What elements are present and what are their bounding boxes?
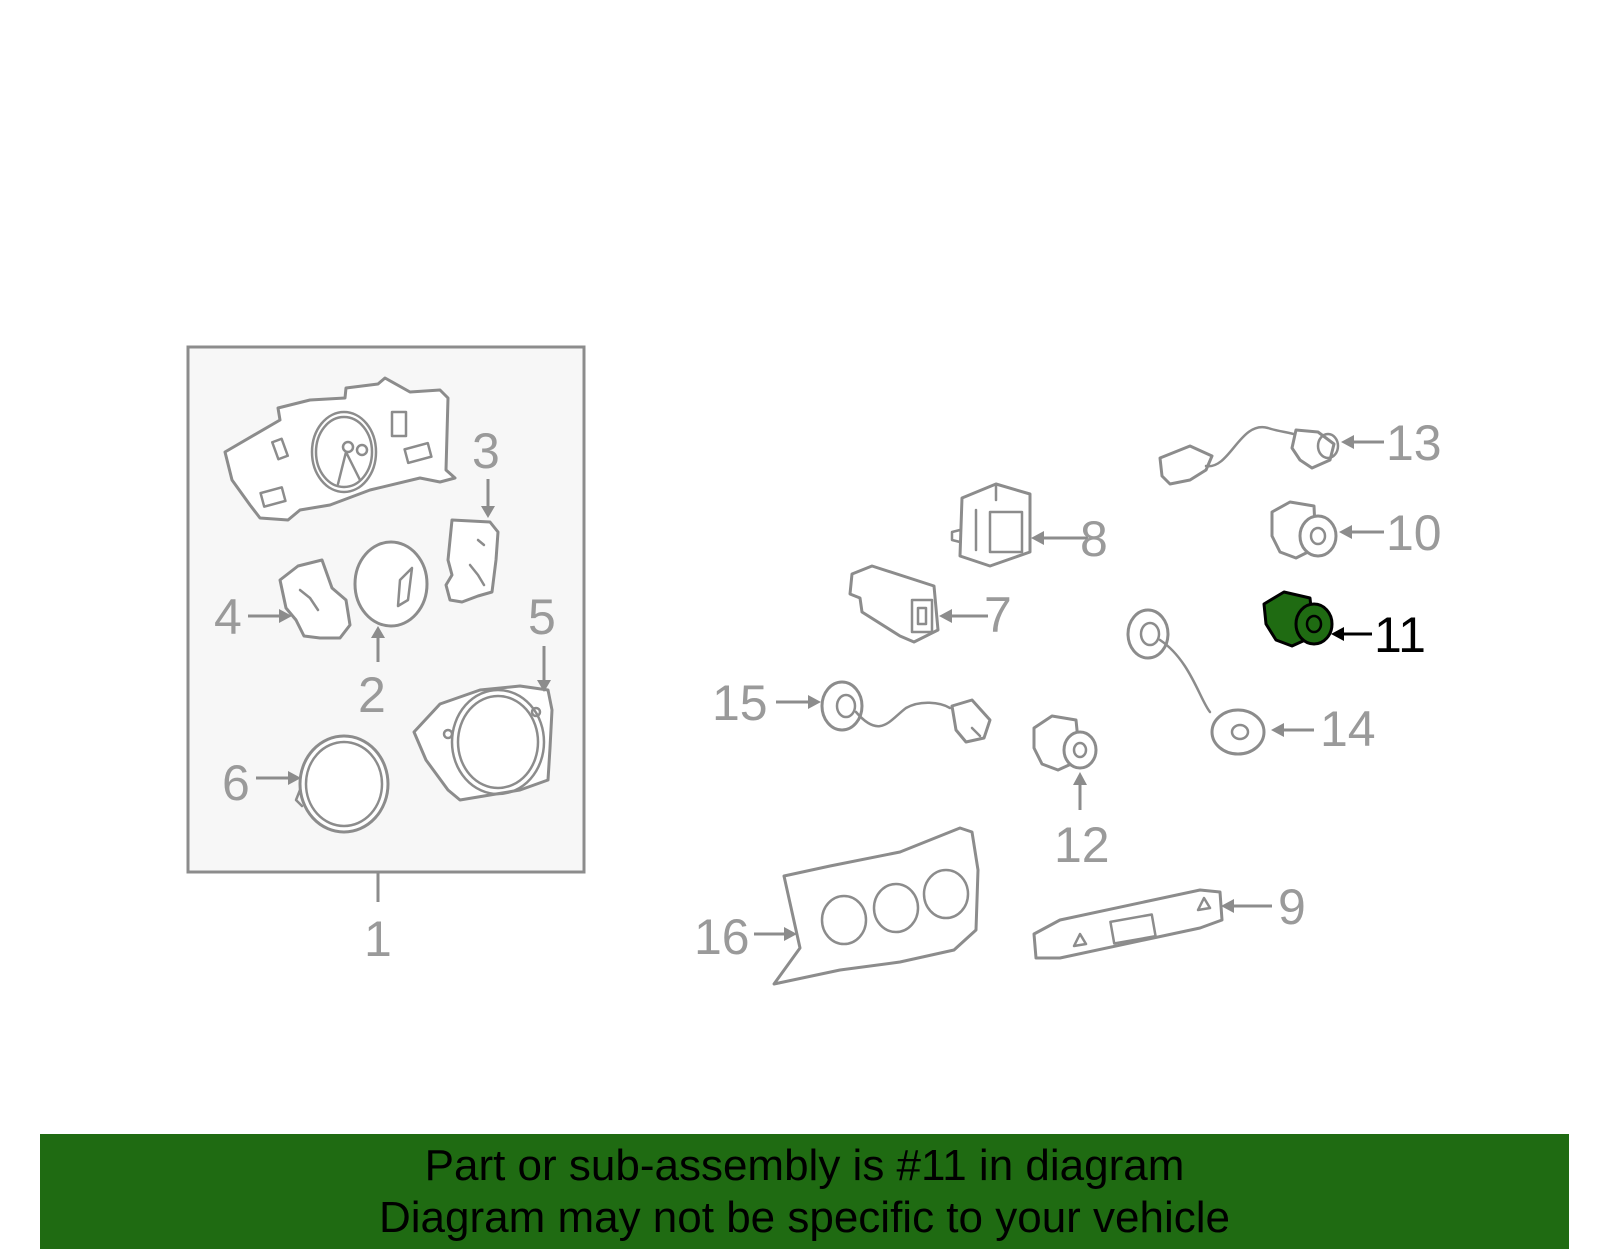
callout-9: 9 bbox=[1278, 879, 1306, 935]
callout-2: 2 bbox=[358, 667, 386, 723]
part-6-ring[interactable] bbox=[294, 734, 390, 834]
callout-1: 1 bbox=[364, 911, 392, 967]
banner-line-2: Diagram may not be specific to your vehi… bbox=[378, 1192, 1231, 1242]
part-8-switch[interactable] bbox=[950, 482, 1032, 568]
callout-8: 8 bbox=[1080, 511, 1108, 567]
part-5-housing[interactable] bbox=[412, 684, 554, 802]
part-10-socket[interactable] bbox=[1270, 500, 1338, 560]
part-15-harness[interactable] bbox=[820, 680, 992, 744]
info-banner: Part or sub-assembly is #11 in diagram D… bbox=[40, 1134, 1569, 1249]
part-14-harness[interactable] bbox=[1126, 608, 1266, 756]
banner-line-1: Part or sub-assembly is #11 in diagram bbox=[424, 1140, 1185, 1190]
callout-14: 14 bbox=[1320, 701, 1376, 757]
part-13-harness[interactable] bbox=[1158, 425, 1340, 486]
part-2-lens[interactable] bbox=[353, 540, 429, 628]
part-11-highlighted-socket[interactable] bbox=[1262, 590, 1334, 648]
part-3-shape[interactable] bbox=[444, 518, 500, 604]
callout-12: 12 bbox=[1054, 817, 1110, 873]
callout-5: 5 bbox=[528, 589, 556, 645]
callout-4: 4 bbox=[214, 589, 242, 645]
part-9-switch-panel[interactable] bbox=[1032, 888, 1224, 960]
callout-7: 7 bbox=[984, 587, 1012, 643]
part-4-shape[interactable] bbox=[278, 558, 352, 640]
callout-3: 3 bbox=[472, 423, 500, 479]
part-12-socket[interactable] bbox=[1032, 714, 1098, 772]
callout-13: 13 bbox=[1386, 415, 1442, 471]
part-16-bezel[interactable] bbox=[772, 826, 980, 986]
callout-10: 10 bbox=[1386, 505, 1442, 561]
callout-16: 16 bbox=[694, 909, 750, 965]
callout-11: 11 bbox=[1374, 607, 1426, 663]
part-7-switch[interactable] bbox=[848, 564, 940, 644]
cluster-housing-part[interactable] bbox=[223, 376, 457, 522]
callout-6: 6 bbox=[222, 755, 250, 811]
callout-15: 15 bbox=[712, 675, 768, 731]
